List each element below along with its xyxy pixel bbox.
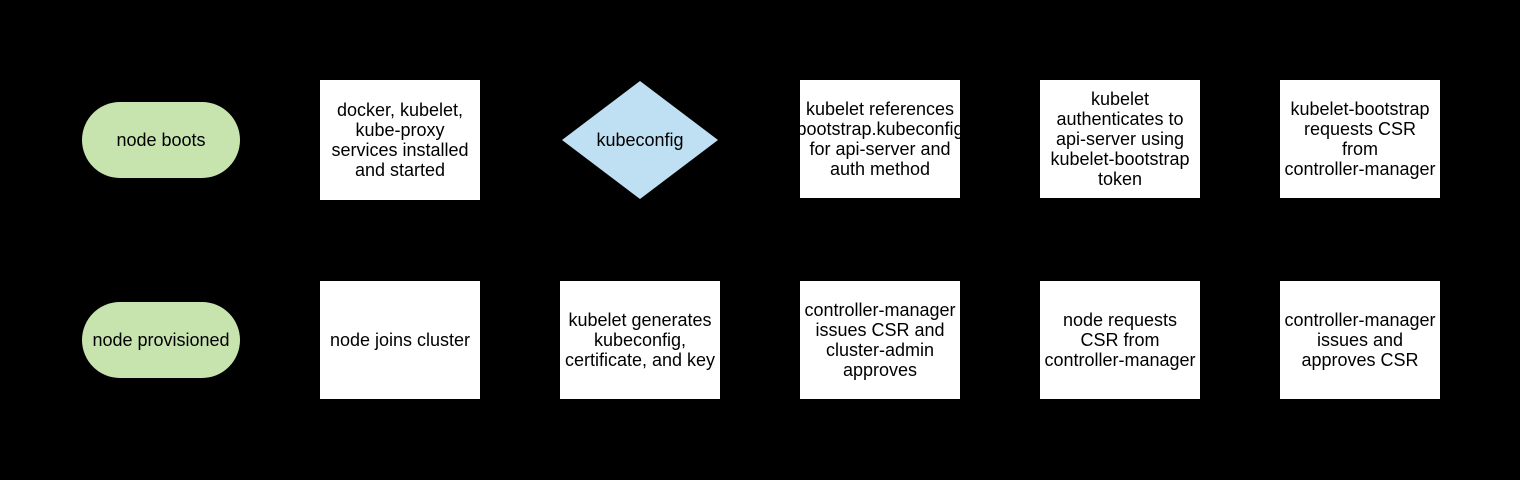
flowchart-node-node-provisioned: node provisioned [82,302,240,378]
flowchart-node-node-requests-csr: node requests CSR from controller-manage… [1040,281,1200,399]
flowchart-node-kubelet-references-bootstrap: kubelet references bootstrap.kubeconfig … [800,80,960,198]
flowchart-node-cm-issues-and-approves-csr: controller-manager issues and approves C… [1280,281,1440,399]
flowchart-node-kubelet-bootstrap-requests-csr: kubelet-bootstrap requests CSR from cont… [1280,80,1440,198]
flowchart-node-kubeconfig-decision: kubeconfig [562,81,718,199]
flowchart-node-node-joins-cluster: node joins cluster [320,281,480,399]
flowchart-node-kubelet-generates-kubeconfig: kubelet generates kubeconfig, certificat… [560,281,720,399]
flowchart-node-kubelet-authenticates: kubelet authenticates to api-server usin… [1040,80,1200,198]
flowchart-node-services-installed: docker, kubelet, kube-proxy services ins… [320,80,480,200]
flowchart-node-cm-issues-csr-admin-approves: controller-manager issues CSR and cluste… [800,281,960,399]
flowchart-node-node-boots: node boots [82,102,240,178]
